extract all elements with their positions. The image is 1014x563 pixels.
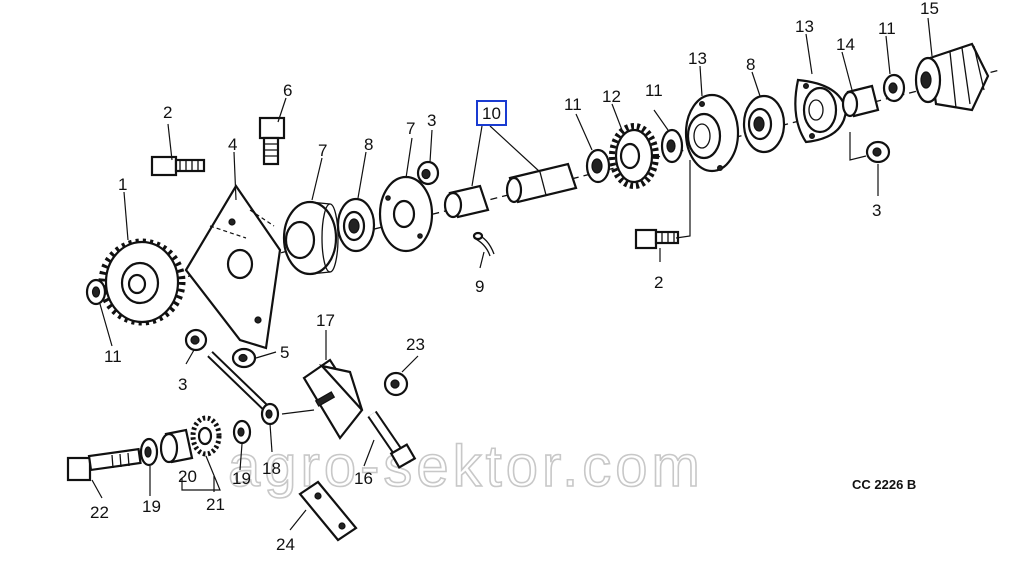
nut-part-3-right — [865, 140, 891, 164]
label-12: 12 — [602, 87, 621, 106]
bushing-part-20 — [159, 428, 194, 464]
sprocket-part-12 — [609, 123, 659, 189]
bracket-plate-part-4 — [184, 183, 282, 350]
bracket-part-17 — [302, 358, 364, 440]
bolt-part-22 — [66, 447, 142, 482]
label-3c: 3 — [872, 201, 881, 220]
washer-part-11-middle — [585, 148, 611, 184]
washer-part-19-right — [232, 419, 252, 445]
label-10: 10 — [482, 104, 501, 123]
flange-part-7-left — [282, 200, 339, 276]
highlight-box-10 — [476, 100, 507, 126]
bevel-gear-part-15 — [914, 42, 990, 112]
label-2a: 2 — [163, 103, 172, 122]
label-5: 5 — [280, 343, 289, 362]
label-17: 17 — [316, 311, 335, 330]
bolt-part-2-right — [634, 228, 680, 250]
part-labels: 1 2 4 6 7 8 7 3 10 9 11 12 11 13 8 13 14… — [90, 0, 939, 554]
label-7b: 7 — [406, 119, 415, 138]
label-14: 14 — [836, 35, 855, 54]
nut-part-5 — [231, 347, 257, 369]
label-18: 18 — [262, 459, 281, 478]
bolt-part-6 — [258, 116, 286, 166]
label-19b: 19 — [232, 469, 251, 488]
nut-part-23 — [383, 371, 409, 397]
label-11a: 11 — [564, 95, 582, 114]
nut-part-3-upper — [416, 160, 440, 186]
label-22: 22 — [90, 503, 109, 522]
label-13a: 13 — [688, 49, 707, 68]
label-11d: 11 — [104, 347, 122, 366]
bearing-part-8-right — [742, 94, 786, 154]
label-3b: 3 — [178, 375, 187, 394]
label-24: 24 — [276, 535, 295, 554]
label-1: 1 — [118, 175, 127, 194]
cotter-pin-part-9 — [472, 231, 495, 257]
label-8b: 8 — [746, 55, 755, 74]
shaft-sleeve-part-10 — [443, 162, 578, 219]
nut-part-3-lower — [184, 328, 208, 352]
washer-part-11-right — [660, 128, 684, 164]
housing-part-13-right — [794, 78, 848, 144]
label-15: 15 — [920, 0, 939, 18]
leader-lines — [91, 17, 933, 531]
sleeve-part-14 — [841, 84, 880, 118]
label-19a: 19 — [142, 497, 161, 516]
flange-part-7-right — [378, 175, 434, 253]
washer-part-11-far-right — [882, 73, 906, 103]
label-2b: 2 — [654, 273, 663, 292]
label-13b: 13 — [795, 17, 814, 36]
label-7a: 7 — [318, 141, 327, 160]
label-4: 4 — [228, 135, 237, 154]
bolt-part-2-left — [150, 155, 206, 177]
label-23: 23 — [406, 335, 425, 354]
label-6: 6 — [283, 81, 292, 100]
sprocket-part-21 — [190, 415, 222, 457]
label-9: 9 — [475, 277, 484, 296]
housing-part-13-left — [684, 93, 740, 173]
bolt-part-16 — [367, 410, 417, 469]
label-11c: 11 — [878, 19, 896, 38]
bearing-part-8-left — [336, 197, 376, 253]
sprocket-part-1 — [98, 238, 186, 326]
plate-part-24 — [298, 480, 358, 542]
label-8a: 8 — [364, 135, 373, 154]
label-16: 16 — [354, 469, 373, 488]
label-21: 21 — [206, 495, 225, 514]
label-3a: 3 — [427, 111, 436, 130]
drawing-code: CC 2226 B — [852, 477, 916, 492]
label-20: 20 — [178, 467, 197, 486]
watermark: agro-sektor.com — [228, 434, 704, 499]
washer-part-11-left — [85, 278, 107, 306]
washer-part-19-left — [139, 437, 159, 467]
rod-part-18 — [207, 351, 280, 426]
label-11b: 11 — [645, 81, 663, 100]
